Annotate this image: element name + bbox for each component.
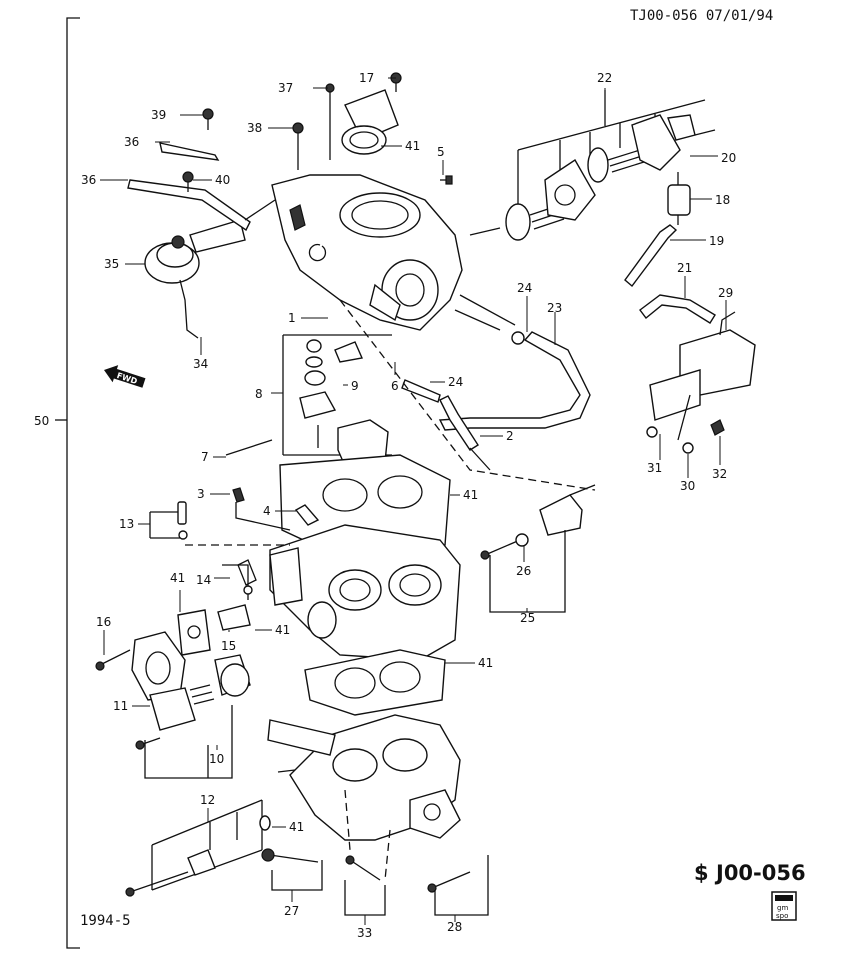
callout-26: 26	[516, 564, 531, 578]
carburetor-air-horn	[271, 174, 516, 331]
callout-36-upper: 36	[124, 135, 139, 149]
callout-31: 31	[647, 461, 662, 475]
callout-50: 50	[34, 414, 49, 428]
callout-8: 8	[255, 387, 263, 401]
callout-23: 23	[547, 301, 562, 315]
float-chamber-body	[269, 524, 461, 661]
svg-text:gm: gm	[777, 904, 788, 912]
jets-small	[232, 487, 320, 531]
callout-34: 34	[193, 357, 208, 371]
callout-24-lower: 24	[448, 375, 463, 389]
gm-spo-logo-icon: gm spo	[771, 891, 797, 921]
callout-21: 21	[677, 261, 692, 275]
callout-1: 1	[288, 311, 296, 325]
callout-29: 29	[718, 286, 733, 300]
callout-25: 25	[520, 611, 535, 625]
callout-15: 15	[221, 639, 236, 653]
callout-3: 3	[197, 487, 205, 501]
callout-13: 13	[119, 517, 134, 531]
callout-37: 37	[278, 81, 293, 95]
callout-33: 33	[357, 926, 372, 940]
fwd-label: FWD	[116, 371, 139, 386]
accelerator-pump-assembly	[469, 90, 716, 241]
callout-9: 9	[351, 379, 359, 393]
callout-27: 27	[284, 904, 299, 918]
choke-diaphragm-assembly	[127, 142, 276, 339]
callout-12: 12	[200, 793, 215, 807]
svg-text:spo: spo	[776, 912, 788, 920]
callout-22: 22	[597, 71, 612, 85]
group-bracket	[55, 17, 80, 949]
callout-24-upper: 24	[517, 281, 532, 295]
callout-5: 5	[437, 145, 445, 159]
callout-6: 6	[391, 379, 399, 393]
callout-41-left: 41	[170, 571, 185, 585]
callout-30: 30	[680, 479, 695, 493]
footer-code-text: J00-056	[714, 861, 806, 885]
cover-and-gasket-top	[341, 89, 399, 155]
callout-14: 14	[196, 573, 211, 587]
vacuum-hoses	[401, 331, 591, 471]
power-valve-cover	[95, 609, 251, 779]
routing-dashes	[185, 299, 596, 881]
callout-41-bottom: 41	[289, 820, 304, 834]
callout-41-gasket-middle: 41	[478, 656, 493, 670]
float-kit-bracket	[282, 334, 392, 456]
callout-38: 38	[247, 121, 262, 135]
callout-28: 28	[447, 920, 462, 934]
callout-20: 20	[721, 151, 736, 165]
idle-mixture-kit	[125, 799, 271, 897]
callout-41-top: 41	[405, 139, 420, 153]
footer-code: $ J00-056	[694, 861, 806, 885]
throttle-body	[267, 714, 461, 841]
callout-19: 19	[709, 234, 724, 248]
gasket-middle	[304, 649, 446, 716]
callout-10: 10	[209, 752, 224, 766]
pin-kit	[149, 501, 188, 540]
callouts: 17 37 39 38 41 36 36 40 5 35 34 22 20 18…	[81, 71, 736, 940]
check-valve-assembly	[480, 484, 596, 613]
gasket-upper	[279, 454, 451, 551]
callout-17: 17	[359, 71, 374, 85]
callout-2: 2	[506, 429, 514, 443]
callout-11: 11	[113, 699, 128, 713]
forward-arrow-tag: FWD	[104, 365, 146, 388]
callout-39: 39	[151, 108, 166, 122]
callout-32: 32	[712, 467, 727, 481]
dashpot-bracket	[646, 311, 756, 454]
callout-4: 4	[263, 504, 271, 518]
callout-41-gasket-upper: 41	[463, 488, 478, 502]
fuel-filter-and-hose	[624, 172, 716, 324]
callout-40: 40	[215, 173, 230, 187]
callout-7: 7	[201, 450, 209, 464]
callout-16: 16	[96, 615, 111, 629]
spring-kit-14	[217, 559, 257, 631]
footer-date: 1994-5	[80, 913, 131, 929]
callout-36-lower: 36	[81, 173, 96, 187]
s-mark-icon: $	[694, 861, 709, 885]
callout-41-mid: 41	[275, 623, 290, 637]
drawing-reference: TJ00-056 07/01/94	[630, 8, 773, 24]
callout-35: 35	[104, 257, 119, 271]
callout-18: 18	[715, 193, 730, 207]
